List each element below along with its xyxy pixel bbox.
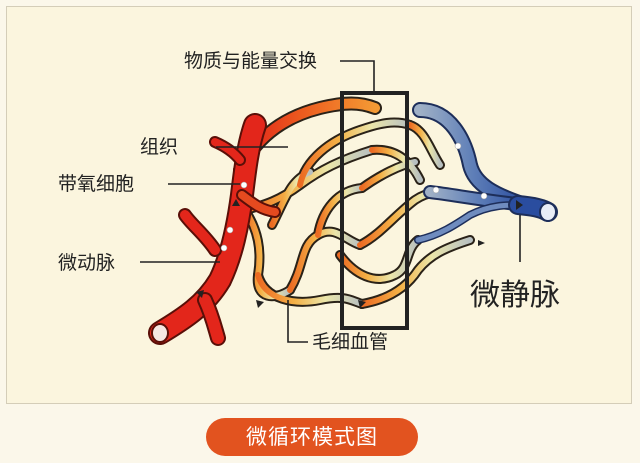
caption-pill: 微循环模式图 xyxy=(206,418,418,456)
venule-vessel xyxy=(412,102,558,244)
label-oxygen-cells: 带氧细胞 xyxy=(58,173,134,195)
label-arteriole: 微动脉 xyxy=(58,252,115,274)
label-capillary: 毛细血管 xyxy=(312,331,388,353)
label-venule: 微静脉 xyxy=(470,278,560,313)
arteriole-vessel xyxy=(148,113,281,346)
label-exchange: 物质与能量交换 xyxy=(184,50,317,72)
flow-arrows xyxy=(196,199,523,308)
label-tissue: 组织 xyxy=(140,136,178,158)
blood-cells xyxy=(220,142,488,252)
leader-lines xyxy=(140,60,521,343)
